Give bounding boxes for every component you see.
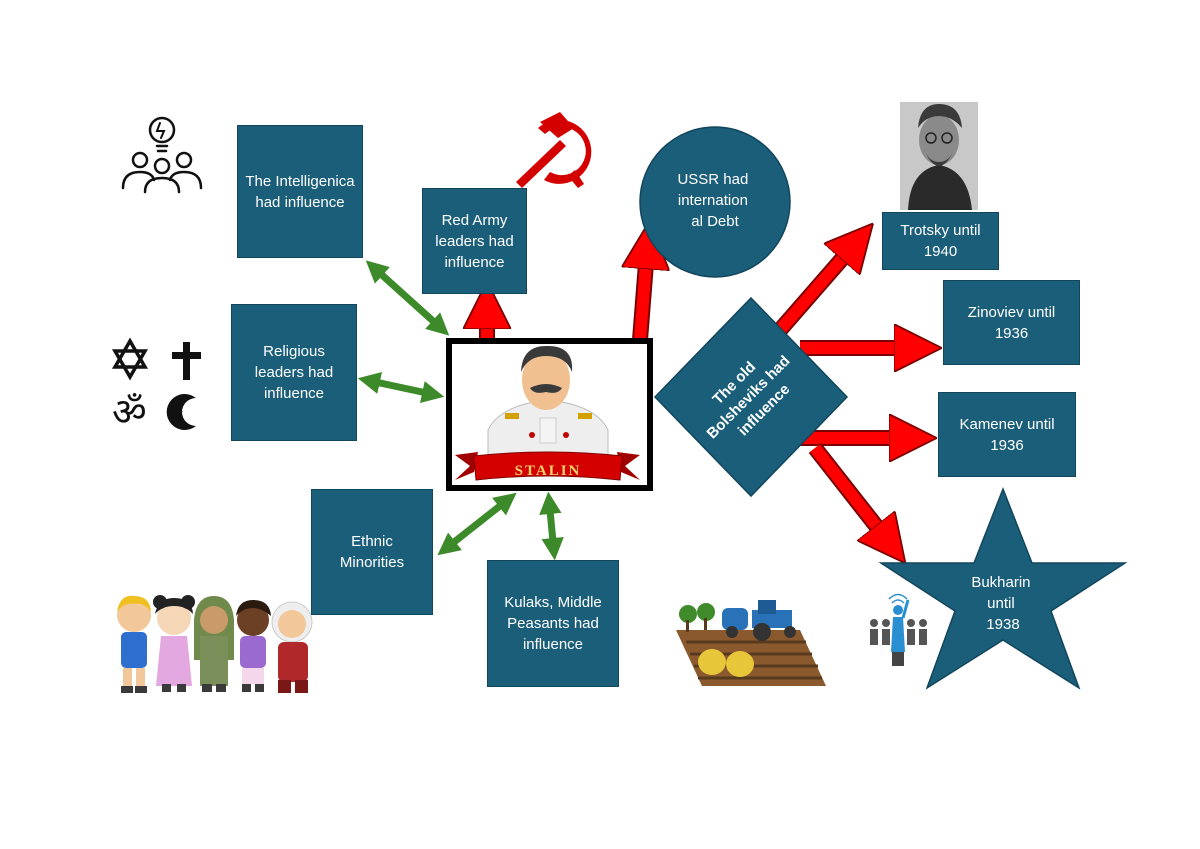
ussr-debt-line-1: USSR had <box>677 171 748 188</box>
svg-text:ॐ: ॐ <box>112 390 147 434</box>
ethnic-label: Ethnic Minorities <box>339 533 405 571</box>
kamenev-label: Kamenev until 1936 <box>959 415 1055 454</box>
red-army-label: Red Army leaders had influence <box>435 211 514 271</box>
arrow-religious <box>357 371 445 404</box>
intelligentsia-label: The Intelligenica had influence <box>245 172 355 211</box>
bukharin-line-2: until <box>987 595 1015 612</box>
zinoviev-label: Zinoviev until 1936 <box>967 303 1056 342</box>
kamenev-node: Kamenev until 1936 <box>938 392 1076 477</box>
bukharin-line-3: 1938 <box>986 616 1019 633</box>
stalin-banner-ribbon <box>455 452 478 480</box>
religious-symbols-icon: ॐ <box>111 337 201 434</box>
stalin-center-box: STALIN <box>446 338 653 491</box>
ethnic-node: Ethnic Minorities <box>311 489 433 615</box>
farm-tractor-clipart <box>676 600 826 686</box>
children-clipart <box>117 595 313 693</box>
group-lightbulb-icon <box>121 116 203 194</box>
red-arrows <box>487 236 925 550</box>
bukharin-line-1: Bukharin <box>971 574 1030 591</box>
religious-node: Religious leaders had influence <box>231 304 357 441</box>
red-army-node: Red Army leaders had influence <box>422 188 527 294</box>
svg-text:USSR had internation: USSR had internation al Debt <box>677 171 752 230</box>
stalin-banner-text: STALIN <box>515 463 582 479</box>
arrow-intelligentsia <box>365 260 450 336</box>
green-arrows <box>357 260 564 561</box>
religious-label: Religious leaders had influence <box>254 343 334 402</box>
bukharin-node: Bukharin until 1938 <box>878 486 1128 690</box>
arrow-ethnic <box>437 492 517 556</box>
old-bolsheviks-node: The old Bolsheviks had influence <box>653 296 849 498</box>
svg-text:Bukharin until 193: Bukharin until 1938 <box>971 574 1034 633</box>
kulaks-node: Kulaks, Middle Peasants had influence <box>487 560 619 687</box>
trotsky-label: Trotsky until 1940 <box>900 222 981 260</box>
kulaks-label: Kulaks, Middle Peasants had influence <box>504 594 602 653</box>
leader-crowd-icon <box>870 593 927 666</box>
ussr-debt-node: USSR had internation al Debt <box>639 126 791 278</box>
ussr-debt-line-3: al Debt <box>691 213 739 230</box>
zinoviev-node: Zinoviev until 1936 <box>943 280 1080 365</box>
trotsky-portrait <box>900 102 978 210</box>
trotsky-node: Trotsky until 1940 <box>882 212 999 270</box>
hammer-sickle-icon <box>516 112 592 188</box>
stalin-portrait <box>487 345 609 456</box>
intelligentsia-node: The Intelligenica had influence <box>237 125 363 258</box>
ussr-debt-line-2: internation <box>678 192 748 209</box>
arrow-kulaks <box>539 491 564 561</box>
